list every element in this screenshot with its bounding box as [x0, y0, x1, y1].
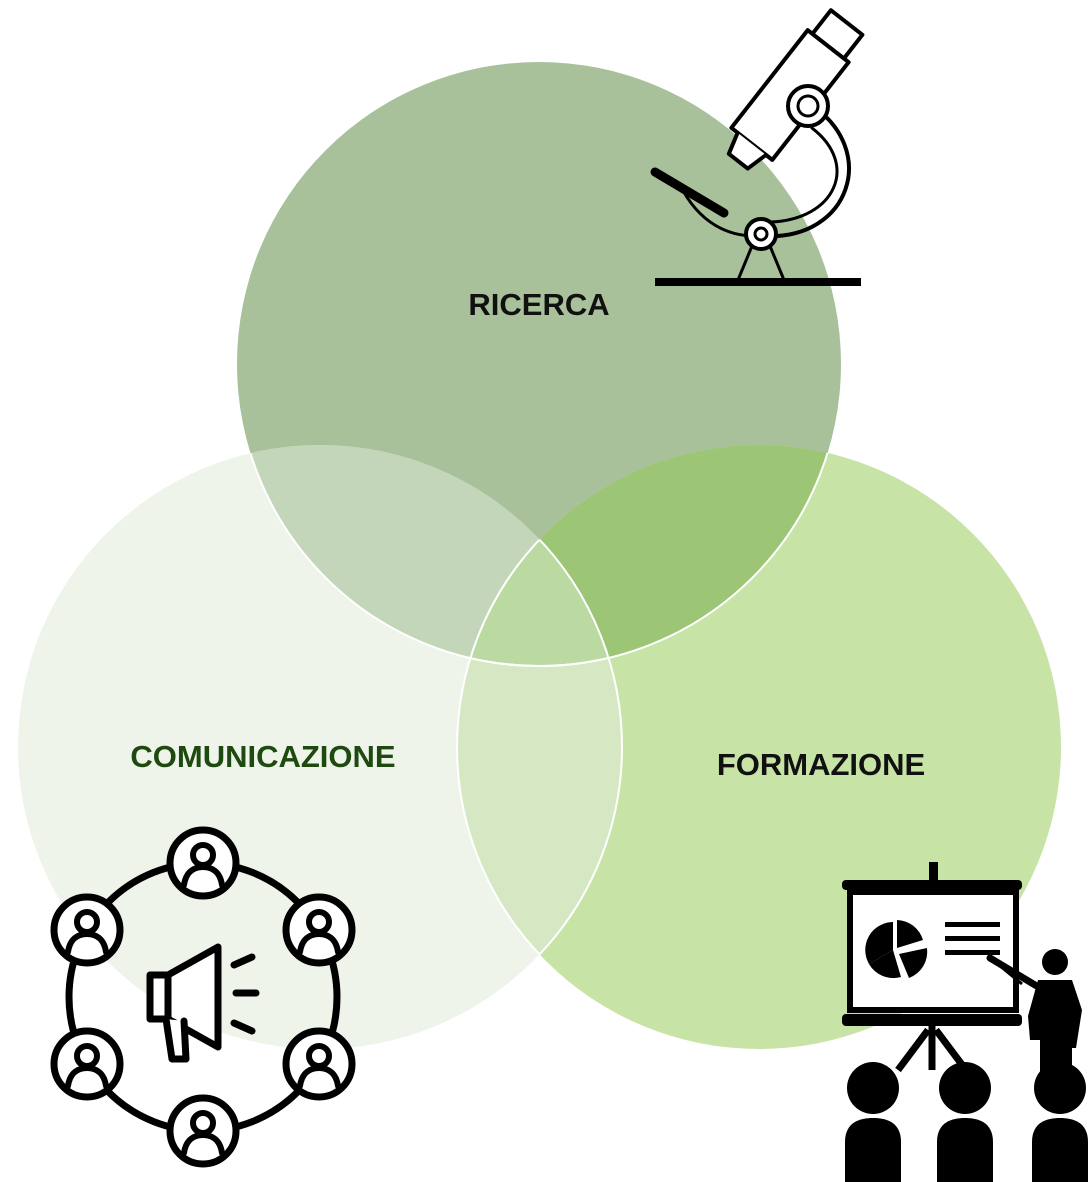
comunicazione-outline: [457, 445, 623, 1049]
microscope-icon: [650, 8, 865, 286]
label-comunicazione: COMUNICAZIONE: [130, 739, 395, 774]
person-icon: [282, 1027, 356, 1101]
person-icon: [166, 826, 240, 900]
formazione-outline: [456, 445, 622, 1049]
presentation-audience-icon: [842, 862, 1088, 1182]
person-icon: [282, 893, 356, 967]
overlap-ricerca-comunicazione: [237, 445, 622, 666]
community-megaphone-icon: [50, 826, 356, 1168]
overlap-ricerca-formazione: [457, 445, 841, 666]
person-icon: [50, 1027, 124, 1101]
ricerca-outline-right: [457, 445, 842, 667]
label-formazione: FORMAZIONE: [717, 747, 925, 782]
person-icon: [166, 1094, 240, 1168]
label-ricerca: RICERCA: [468, 287, 609, 322]
person-icon: [50, 893, 124, 967]
